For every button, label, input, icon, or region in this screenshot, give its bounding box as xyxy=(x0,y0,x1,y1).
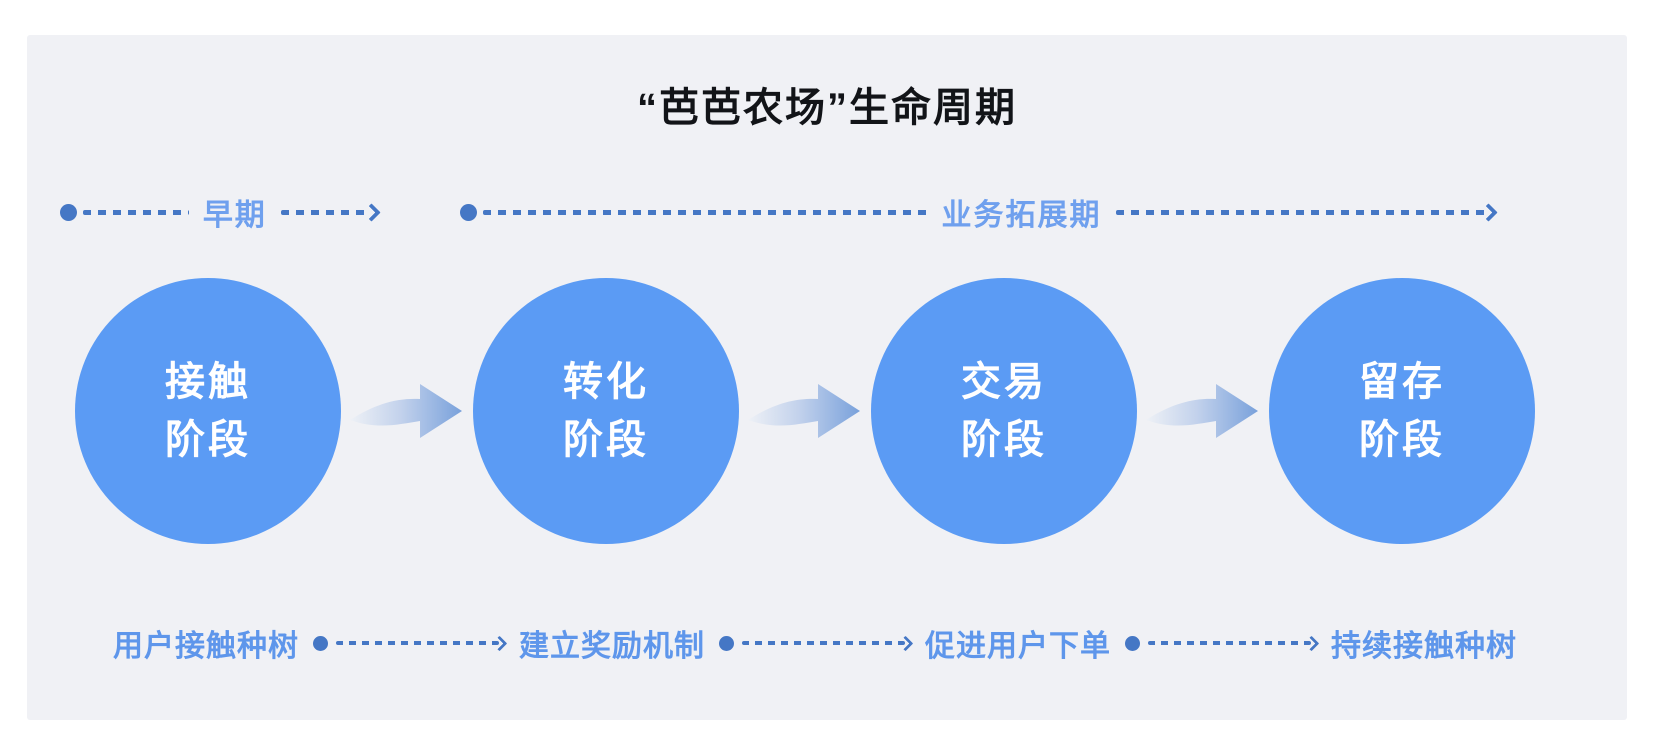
dashed-line xyxy=(83,209,189,215)
dashed-line xyxy=(280,209,369,215)
step-label-continuous-planting: 持续接触种树 xyxy=(1331,630,1517,663)
stage-circle-transaction: 交易 阶段 xyxy=(871,278,1137,544)
step-label-reward-mechanism: 建立奖励机制 xyxy=(519,630,705,663)
swoosh-arrow-icon xyxy=(350,384,462,438)
stage-circle-contact: 接触 阶段 xyxy=(75,278,341,544)
swoosh-arrow-icon xyxy=(748,384,860,438)
stage-line2: 阶段 xyxy=(961,418,1047,462)
arrow-right-icon xyxy=(491,635,508,651)
connector-dot xyxy=(719,635,734,651)
connector-dot xyxy=(1125,635,1140,651)
step-label-contact-planting: 用户接触种树 xyxy=(113,630,299,663)
timeline-segment-expansion: 业务拓展期 xyxy=(460,194,1498,232)
timeline-start-dot xyxy=(460,203,477,221)
connector-dot xyxy=(313,635,328,651)
arrow-right-icon xyxy=(1303,635,1320,651)
stage-line1: 交易 xyxy=(961,360,1047,404)
page-title: “芭芭农场”生命周期 xyxy=(637,86,1017,130)
dashed-line xyxy=(483,209,928,215)
step-connector xyxy=(719,635,914,651)
arrow-right-icon xyxy=(362,202,381,222)
swoosh-arrow-icon xyxy=(1146,384,1258,438)
stages-row: 接触 阶段 转化 阶段 交易 阶段 留存 阶段 xyxy=(75,278,1535,544)
stage-arrow xyxy=(341,278,473,544)
stage-line2: 阶段 xyxy=(165,418,251,462)
step-connector xyxy=(313,635,508,651)
step-connector xyxy=(1125,635,1320,651)
timeline-segment-early: 早期 xyxy=(60,194,381,232)
stage-line2: 阶段 xyxy=(563,418,649,462)
arrow-right-icon xyxy=(897,635,914,651)
timeline-start-dot xyxy=(60,203,77,221)
dashed-line xyxy=(336,641,499,645)
stage-arrow xyxy=(739,278,871,544)
stage-line1: 留存 xyxy=(1359,360,1445,404)
stage-arrow xyxy=(1137,278,1269,544)
stage-circle-retention: 留存 阶段 xyxy=(1269,278,1535,544)
stage-line1: 接触 xyxy=(165,360,251,404)
timeline-label-early: 早期 xyxy=(202,199,267,232)
stage-line2: 阶段 xyxy=(1359,418,1445,462)
stage-line1: 转化 xyxy=(563,360,649,404)
bottom-steps-row: 用户接触种树 建立奖励机制 促进用户下单 持续接触种树 xyxy=(113,621,1517,665)
stage-circle-conversion: 转化 阶段 xyxy=(473,278,739,544)
timeline-label-expansion: 业务拓展期 xyxy=(941,199,1102,232)
dashed-line xyxy=(1115,209,1486,215)
dashed-line xyxy=(1148,641,1311,645)
lifecycle-card: “芭芭农场”生命周期 早期 业务拓展期 接触 阶段 转化 阶段 xyxy=(27,35,1627,720)
dashed-line xyxy=(742,641,905,645)
arrow-right-icon xyxy=(1479,202,1498,222)
step-label-promote-orders: 促进用户下单 xyxy=(925,630,1111,663)
